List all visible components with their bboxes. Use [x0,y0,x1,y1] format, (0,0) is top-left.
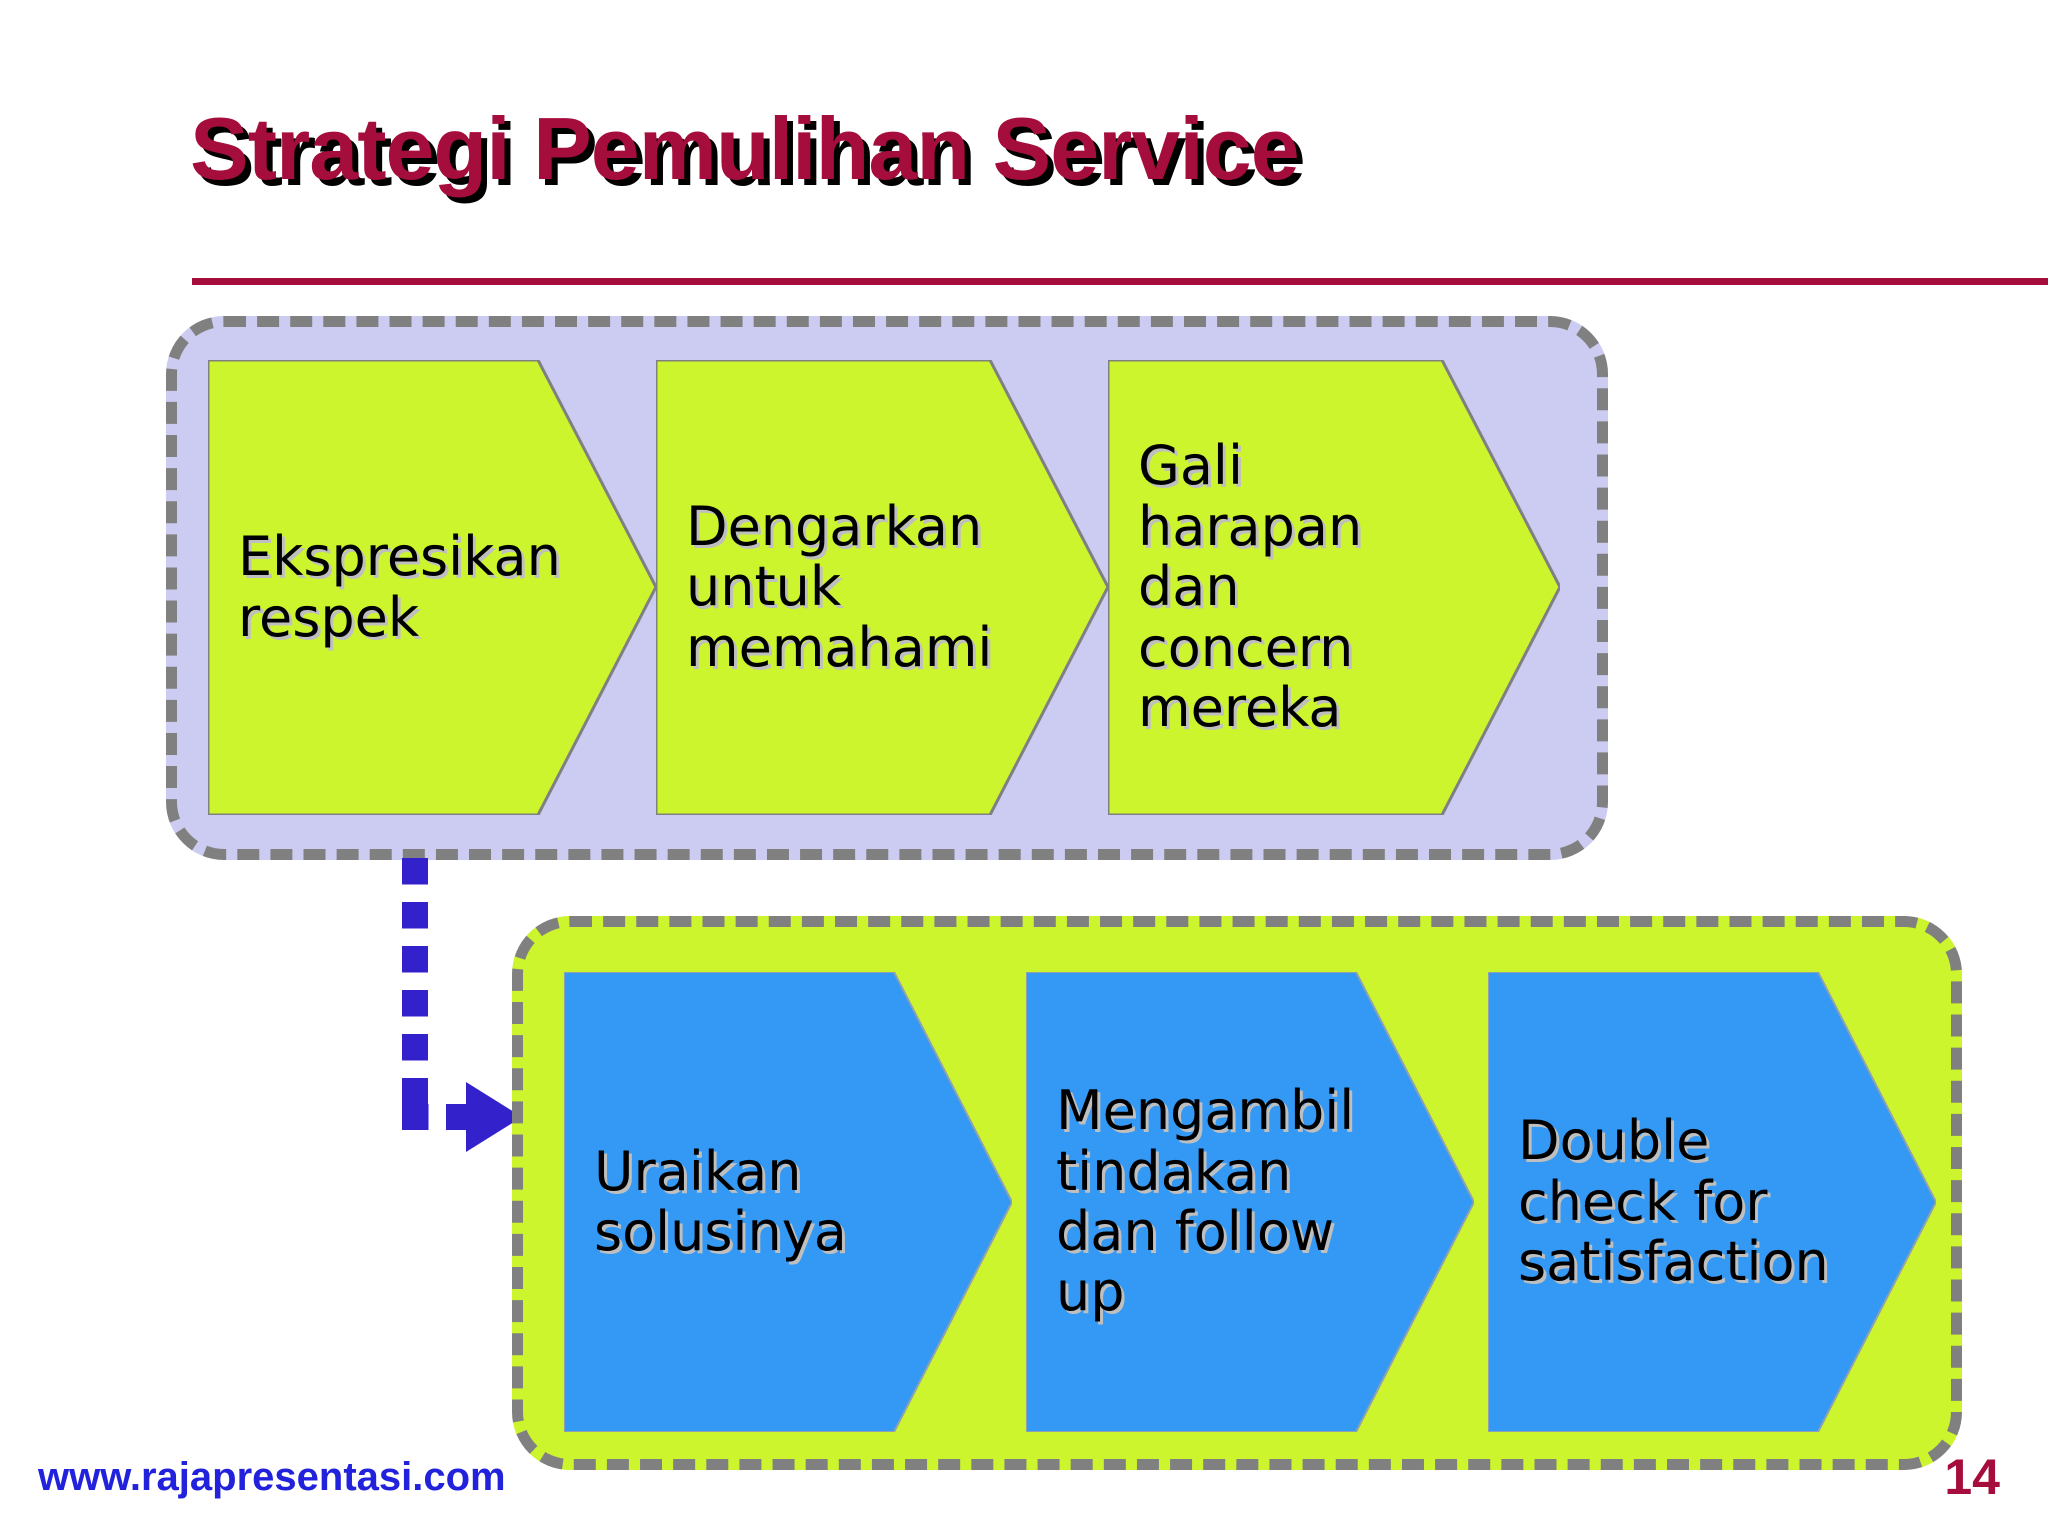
page-title: Strategi Pemulihan Service [190,99,1300,198]
process-step-5-label: Mengambil tindakan dan follow up [1056,1079,1355,1324]
process-step-5[interactable]: Mengambil tindakan dan follow up [1026,972,1474,1432]
page-number: 14 [1944,1449,2000,1505]
process-step-4[interactable]: Uraikan solusinya [564,972,1012,1432]
process-step-6[interactable]: Double check for satisfaction [1488,972,1936,1432]
chevron-shape-icon [564,972,1012,1432]
chevron-shape-icon [656,360,1108,815]
chevron-shape-icon [208,360,656,815]
process-step-1-label: Ekspresikan respek [238,525,561,649]
chevron-shape-icon [1108,360,1560,815]
chevron-shape-icon [1488,972,1936,1432]
footer-url[interactable]: www.rajapresentasi.com [38,1455,506,1499]
connector-line-vertical [402,858,428,1128]
chevron-shape-icon [1026,972,1474,1432]
process-step-2[interactable]: Dengarkan untuk memahami [656,360,1108,815]
process-step-3[interactable]: Gali harapan dan concern mereka [1108,360,1560,815]
process-step-3-label: Gali harapan dan concern mereka [1138,434,1363,740]
process-step-6-label: Double check for satisfaction [1518,1109,1829,1294]
process-step-2-label: Dengarkan untuk memahami [686,494,993,679]
title-divider [192,278,2048,285]
process-step-1[interactable]: Ekspresikan respek [208,360,656,815]
process-step-4-label: Uraikan solusinya [594,1139,847,1263]
